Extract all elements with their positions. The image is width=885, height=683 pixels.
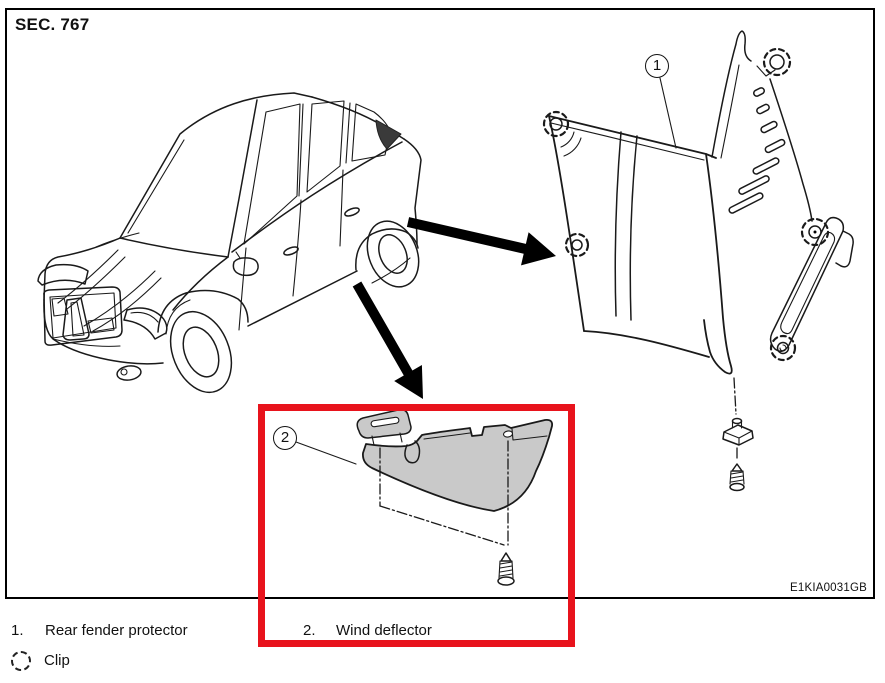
callout-2: 2 (273, 426, 297, 450)
rear-wheel (366, 220, 420, 288)
front-wheel (169, 310, 233, 394)
door-handle (283, 246, 299, 256)
rear-fender-protector-drawing (542, 30, 854, 492)
callout-1: 1 (645, 54, 669, 78)
front-grille (43, 286, 123, 346)
screw (729, 463, 745, 492)
section-label: SEC. 767 (15, 15, 90, 34)
callout-2-leader (295, 441, 357, 465)
headlight-left (37, 263, 89, 286)
figure-code: E1KIA0031GB (789, 582, 867, 594)
door-handle (344, 207, 360, 217)
screw (497, 552, 515, 586)
lower-bracket (769, 216, 854, 352)
clip-marker (762, 47, 792, 77)
wind-deflector-drawing (295, 408, 554, 586)
pillar-strip (711, 30, 813, 222)
clip-marker (800, 217, 830, 247)
arrow-to-fender-protector (406, 217, 556, 266)
headlight-right (123, 307, 168, 340)
arrow-to-wind-deflector (352, 281, 423, 399)
car-illustration (37, 92, 422, 394)
diagram-border-box: SEC. 767 E1KIA0031GB (5, 8, 875, 599)
rear-spoiler (375, 119, 402, 150)
clip-nut (722, 417, 754, 446)
clip-marker (769, 334, 797, 362)
clip-marker (542, 110, 582, 157)
fog-lamp (116, 365, 142, 381)
side-mirror (232, 257, 259, 277)
clip-marker (564, 232, 590, 258)
callout-1-leader (659, 77, 677, 149)
